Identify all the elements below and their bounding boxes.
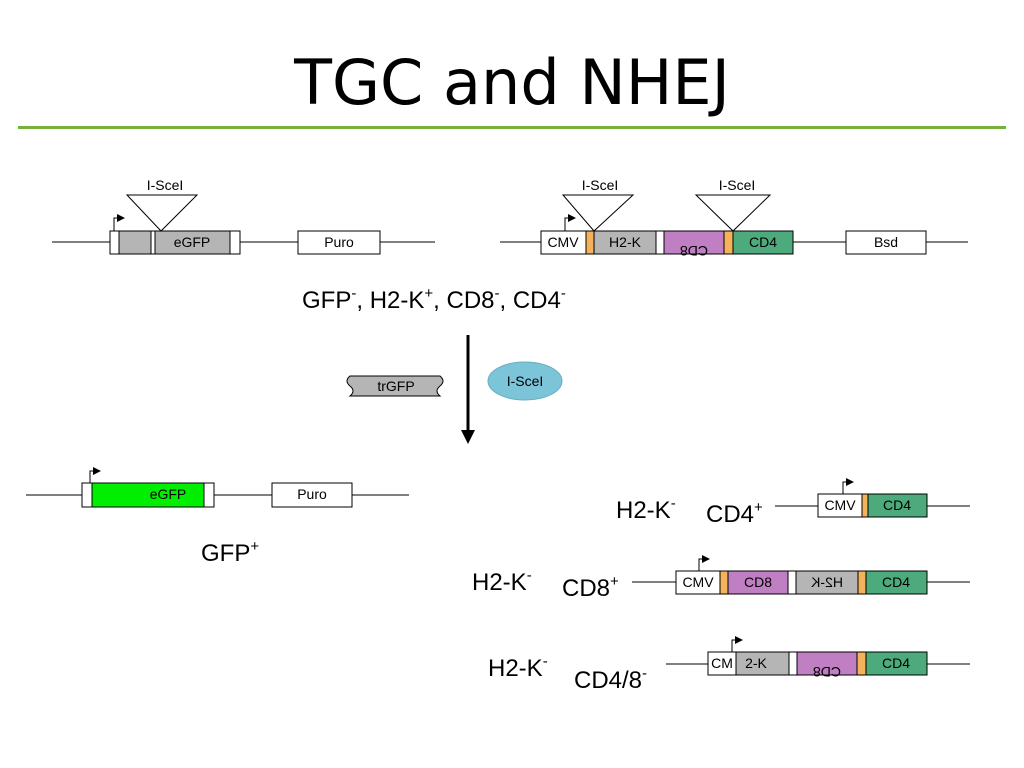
cd4-box [865,651,928,676]
puro-label: Puro [324,234,354,250]
h2k-fragment-label: 2-K [745,655,767,671]
egfp-label: eGFP [150,486,187,502]
page-title: TGC and NHEJ [294,46,730,119]
isce-label-2: I-SceI [719,177,756,193]
lox-site [723,230,734,255]
trgfp-donor [346,375,444,397]
lox-site [861,493,869,518]
result-cd8-positive: H2-K- CD8+ CMV CD8 H2-K CD4 [472,555,970,602]
lox-site [856,651,867,676]
lox-site [857,570,867,595]
lox-site [719,570,729,595]
phenotype-h2k-negative: H2-K- [472,567,532,596]
phenotype-cd48-negative: CD4/8- [574,665,647,694]
result-gfp-positive: eGFP Puro GFP+ [26,467,409,567]
promoter-arrow-icon [113,214,125,231]
h2k-label-inverted: H2-K [810,574,843,590]
phenotype-start: GFP-, H2-K+, CD8-, CD4- [302,285,566,314]
egfp-label: eGFP [174,234,211,250]
cd4-label: CD4 [882,574,910,590]
puro-label: Puro [297,486,327,502]
promoter-arrow-icon [842,478,854,494]
cd4-label: CD4 [749,234,777,250]
cmv-label: CMV [547,234,579,250]
puro-box [271,482,353,508]
cmv-fragment-label: CM [711,655,733,671]
h2k-label: H2-K [609,234,642,250]
result-cd4-cd8-negative: H2-K- CD4/8- CM 2-K CD8 CD4 [488,636,970,694]
cd8-label-inverted: CD8 [813,664,841,680]
cd4-box [732,230,794,255]
trgfp-label: trGFP [377,378,414,394]
cd8-label: CD8 [744,574,772,590]
promoter-arrow-icon [698,555,710,571]
cd4-box [867,493,928,518]
isce-enzyme [487,361,563,401]
isce-triangle-1 [561,194,635,232]
cd4-label: CD4 [883,497,911,513]
cd8-label-inverted: CD8 [680,243,708,259]
promoter-arrow-icon [564,214,576,231]
puro-box [297,230,381,255]
bsd-box [845,230,927,255]
bsd-label: Bsd [874,234,898,250]
promoter-arrow-icon [731,636,743,652]
phenotype-gfp-positive: GFP+ [201,538,259,567]
result-cd4-positive: H2-K- CD4+ CMV CD4 [616,478,970,528]
isce-site [150,230,156,255]
isce-enzyme-label: I-SceI [507,373,544,389]
construct-cmv-h2k-cd8-cd4: CMV H2-K CD8 CD4 Bsd I-SceI I-SceI [500,177,968,259]
isce-label: I-SceI [147,177,184,193]
isce-label-1: I-SceI [582,177,619,193]
title-divider [18,126,1006,129]
egfp-segment-right [154,230,231,255]
lox-site [585,230,595,255]
cd4-box [865,570,928,595]
isce-triangle [125,194,199,232]
isce-triangle-2 [694,194,772,232]
promoter-arrow-icon [89,467,101,483]
cmv-label: CMV [682,574,714,590]
phenotype-h2k-negative: H2-K- [488,653,548,682]
cd4-label: CD4 [882,655,910,671]
phenotype-cd8-positive: CD8+ [562,573,619,602]
egfp-restored-box [91,482,205,508]
phenotype-h2k-negative: H2-K- [616,495,676,524]
cmv-label: CMV [824,497,856,513]
construct-egfp-puro: eGFP Puro I-SceI [52,177,435,255]
egfp-segment-left [118,230,152,255]
phenotype-cd4-positive: CD4+ [706,499,763,528]
